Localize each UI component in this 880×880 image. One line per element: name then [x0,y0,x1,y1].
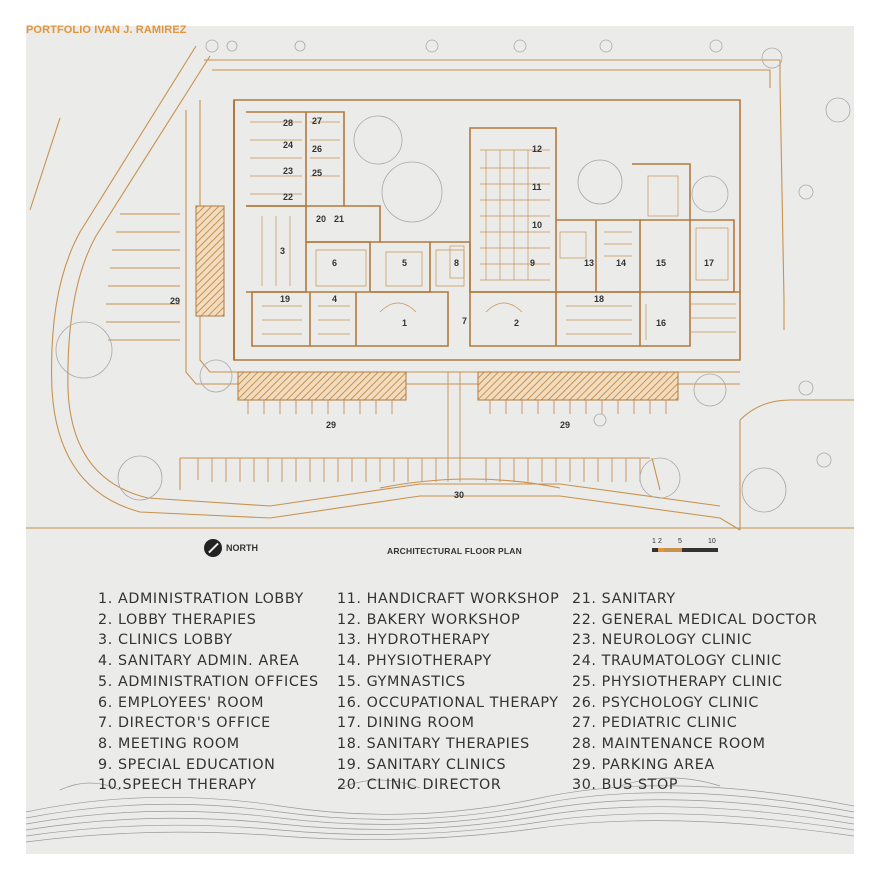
legend-column-3: 21. SANITARY 22. GENERAL MEDICAL DOCTOR … [572,589,817,796]
svg-text:12: 12 [532,144,542,154]
legend-item: 12. BAKERY WORKSHOP [337,611,521,628]
svg-text:24: 24 [283,140,293,150]
legend-item: 20. CLINIC DIRECTOR [337,777,502,794]
svg-text:20: 20 [316,214,326,224]
legend-item: 19. SANITARY CLINICS [337,756,507,773]
scale-label: 10 [708,538,716,545]
legend-item: 18. SANITARY THERAPIES [337,735,530,752]
svg-text:3: 3 [280,246,285,256]
svg-text:29: 29 [326,420,336,430]
scale-segment [682,548,718,552]
legend-item: 8. MEETING ROOM [98,735,240,752]
legend-item: 1. ADMINISTRATION LOBBY [98,591,304,607]
svg-text:6: 6 [332,258,337,268]
scale-label: 2 [658,538,662,545]
legend-item: 23. NEUROLOGY CLINIC [572,632,753,649]
legend-item: 14. PHYSIOTHERAPY [337,653,492,670]
legend-item: 30. BUS STOP [572,777,679,794]
legend-column-1: 1. ADMINISTRATION LOBBY 2. LOBBY THERAPI… [98,589,319,796]
legend-item: 11. HANDICRAFT WORKSHOP [337,591,560,607]
svg-text:30: 30 [454,490,464,500]
landscape-waves [25,777,855,843]
svg-text:4: 4 [332,294,337,304]
room-labels: 28 27 24 26 23 25 22 20 21 12 11 10 9 8 … [170,116,714,500]
parking-stall-lines [106,213,667,482]
legend-item: 25. PHYSIOTHERAPY CLINIC [572,673,783,690]
plan-title: ARCHITECTURAL FLOOR PLAN [387,546,522,556]
legend-item: 2. LOBBY THERAPIES [98,611,257,628]
interior-details [250,121,736,340]
trees [55,39,851,513]
scale-label: 1 [652,538,656,545]
north-arrow-icon [204,539,222,557]
legend-item: 9. SPECIAL EDUCATION [98,756,276,773]
legend-item: 22. GENERAL MEDICAL DOCTOR [572,611,818,628]
svg-text:1: 1 [402,318,407,328]
legend-item: 17. DINING ROOM [337,715,475,732]
legend-column-2: 11. HANDICRAFT WORKSHOP 12. BAKERY WORKS… [337,589,559,796]
svg-text:7: 7 [462,316,467,326]
scale-segment [664,548,682,552]
svg-text:27: 27 [312,116,322,126]
svg-text:23: 23 [283,166,293,176]
portfolio-header: PORTFOLIO IVAN J. RAMIREZ [26,24,187,36]
scale-segment [652,548,658,552]
scale-segment [658,548,664,552]
svg-text:5: 5 [402,258,407,268]
svg-text:17: 17 [704,258,714,268]
north-indicator: NORTH [204,539,258,557]
legend-item: 29. PARKING AREA [572,756,715,773]
svg-text:10: 10 [532,220,542,230]
scale-label: 5 [678,538,682,545]
svg-text:29: 29 [560,420,570,430]
legend-item: 3. CLINICS LOBBY [98,632,233,649]
svg-text:18: 18 [594,294,604,304]
legend-item: 21. SANITARY [572,591,676,607]
svg-text:26: 26 [312,144,322,154]
legend-item: 27. PEDIATRIC CLINIC [572,715,738,732]
legend-item: 28. MAINTENANCE ROOM [572,735,766,752]
legend-item: 7. DIRECTOR'S OFFICE [98,715,271,732]
svg-text:8: 8 [454,258,459,268]
legend-item: 16. OCCUPATIONAL THERAPY [337,694,559,711]
svg-text:2: 2 [514,318,519,328]
svg-text:13: 13 [584,258,594,268]
svg-text:16: 16 [656,318,666,328]
parking-stalls-left [195,205,679,401]
north-label: NORTH [226,543,258,553]
site-roads [26,45,854,531]
svg-text:28: 28 [283,118,293,128]
legend-item: 13. HYDROTHERAPY [337,632,491,649]
svg-text:21: 21 [334,214,344,224]
legend-item: 10.SPEECH THERAPY [98,777,257,794]
svg-text:22: 22 [283,192,293,202]
legend-item: 4. SANITARY ADMIN. AREA [98,653,300,670]
legend-item: 24. TRAUMATOLOGY CLINIC [572,653,782,670]
legend-item: 6. EMPLOYEES' ROOM [98,694,265,711]
legend-item: 5. ADMINISTRATION OFFICES [98,673,319,690]
svg-text:9: 9 [530,258,535,268]
svg-text:14: 14 [616,258,626,268]
scale-bar: 1 2 5 10 [652,538,718,552]
svg-text:19: 19 [280,294,290,304]
svg-text:15: 15 [656,258,666,268]
legend-item: 26. PSYCHOLOGY CLINIC [572,694,759,711]
svg-text:25: 25 [312,168,322,178]
drawing-sheet [26,26,854,854]
building-walls [233,99,741,361]
legend-item: 15. GYMNASTICS [337,673,466,690]
svg-text:11: 11 [532,182,542,192]
svg-text:29: 29 [170,296,180,306]
